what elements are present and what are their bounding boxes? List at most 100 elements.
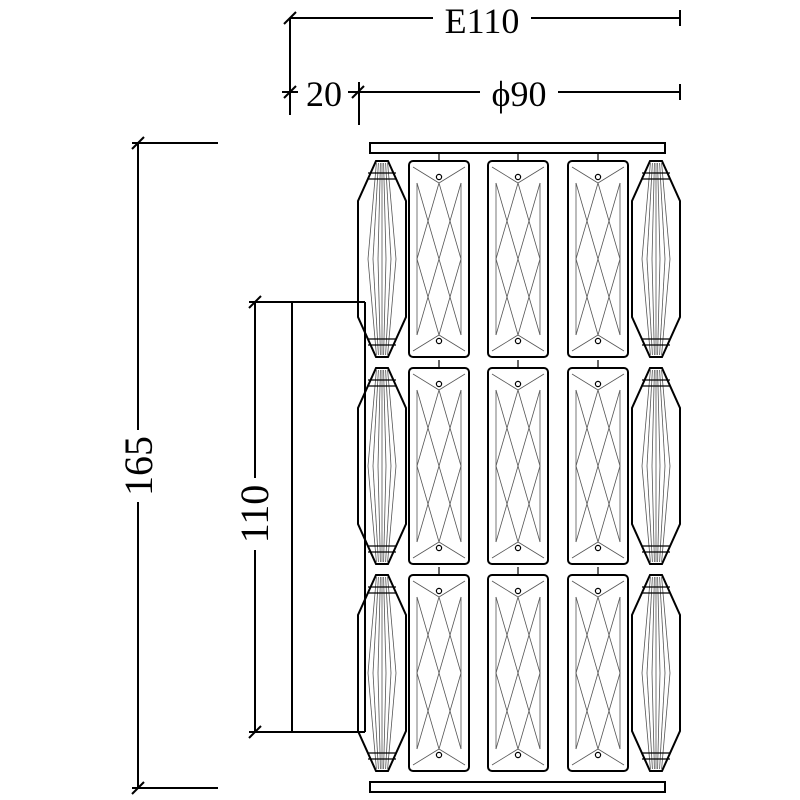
prism-outline — [357, 160, 407, 358]
facet-line — [571, 748, 599, 766]
facet-line — [597, 182, 621, 260]
side-crystal — [631, 574, 681, 772]
prism-facet — [377, 369, 381, 467]
prism-facet — [385, 162, 392, 260]
facet-line — [416, 465, 440, 543]
prism-facet — [385, 576, 392, 674]
flat-crystal — [487, 153, 549, 358]
prism-facet — [377, 162, 381, 260]
facet-line — [412, 580, 440, 598]
prism-facet — [646, 672, 653, 770]
prism-facet — [646, 465, 653, 563]
diameter-label: ϕ90 — [492, 74, 547, 114]
facet-line — [571, 373, 599, 391]
label-mask — [480, 74, 558, 110]
facet-line — [575, 596, 621, 750]
facet-line — [412, 334, 440, 352]
prism-facet — [383, 258, 387, 356]
prism-outline — [631, 367, 681, 565]
prism-facet — [651, 465, 655, 563]
facet-line — [517, 182, 541, 260]
prism-facet — [383, 369, 387, 467]
side-crystal — [631, 160, 681, 358]
facet-line — [412, 748, 440, 766]
hang-hole — [594, 587, 602, 595]
flat-crystal — [487, 360, 549, 565]
prism-outline — [631, 574, 681, 772]
prism-facet — [657, 576, 661, 674]
flat-crystal — [487, 567, 549, 772]
prism-facet — [657, 465, 661, 563]
facet-line — [416, 182, 462, 336]
facet-line — [416, 389, 462, 543]
dimension-tick — [351, 85, 365, 99]
prism-facet — [657, 258, 661, 356]
prism-facet — [385, 465, 392, 563]
facet-line — [495, 182, 519, 260]
hang-hole — [435, 587, 443, 595]
prism-facet — [659, 672, 666, 770]
facet-line — [517, 373, 545, 391]
facet-line — [575, 389, 621, 543]
facet-line — [438, 596, 462, 674]
facet-line — [416, 596, 440, 674]
prism-facet — [646, 162, 653, 260]
facet-line — [575, 389, 599, 467]
facet-line — [438, 580, 466, 598]
facet-line — [571, 541, 599, 559]
facet-line — [412, 373, 440, 391]
side-crystal — [357, 574, 407, 772]
facet-line — [438, 182, 462, 260]
facet-line — [517, 580, 545, 598]
facet-line — [597, 541, 625, 559]
facet-line — [438, 541, 466, 559]
prism-facet — [651, 672, 655, 770]
label-mask — [298, 74, 348, 110]
prism-facet — [651, 369, 655, 467]
facet-line — [597, 580, 625, 598]
facet-line — [495, 389, 541, 543]
facet-line — [517, 541, 545, 559]
hang-hole — [435, 173, 443, 181]
facet-line — [597, 465, 621, 543]
prism-facet — [651, 162, 655, 260]
facet-line — [517, 334, 545, 352]
hang-hole — [435, 544, 443, 552]
dimension-tick — [131, 136, 145, 150]
facet-line — [495, 465, 519, 543]
dimension-tick — [131, 781, 145, 795]
facet-line — [491, 748, 519, 766]
crystal-array — [357, 153, 681, 772]
prism-outline — [357, 574, 407, 772]
side-crystal — [631, 367, 681, 565]
facet-line — [597, 258, 621, 336]
hang-hole — [594, 337, 602, 345]
facet-line — [495, 596, 541, 750]
facet-line — [517, 672, 541, 750]
facet-line — [438, 465, 462, 543]
prism-outline — [357, 367, 407, 565]
prism-facet — [659, 258, 666, 356]
prism-facet — [372, 162, 379, 260]
facet-line — [597, 166, 625, 184]
prism-facet — [657, 672, 661, 770]
hang-hole — [514, 544, 522, 552]
flat-crystal — [408, 153, 470, 358]
facet-line — [495, 672, 519, 750]
overall-width-label: E110 — [445, 1, 520, 41]
label-mask — [236, 478, 274, 550]
dimension-body-height: 110 — [232, 295, 365, 739]
prism-facet — [385, 369, 392, 467]
hang-hole — [594, 173, 602, 181]
facet-line — [491, 373, 519, 391]
facet-line — [491, 580, 519, 598]
facet-line — [438, 389, 462, 467]
prism-facet — [646, 258, 653, 356]
prism-facet — [383, 162, 387, 260]
prism-facet — [646, 576, 653, 674]
hang-hole — [594, 544, 602, 552]
dimension-tick — [248, 295, 262, 309]
prism-facet — [377, 672, 381, 770]
